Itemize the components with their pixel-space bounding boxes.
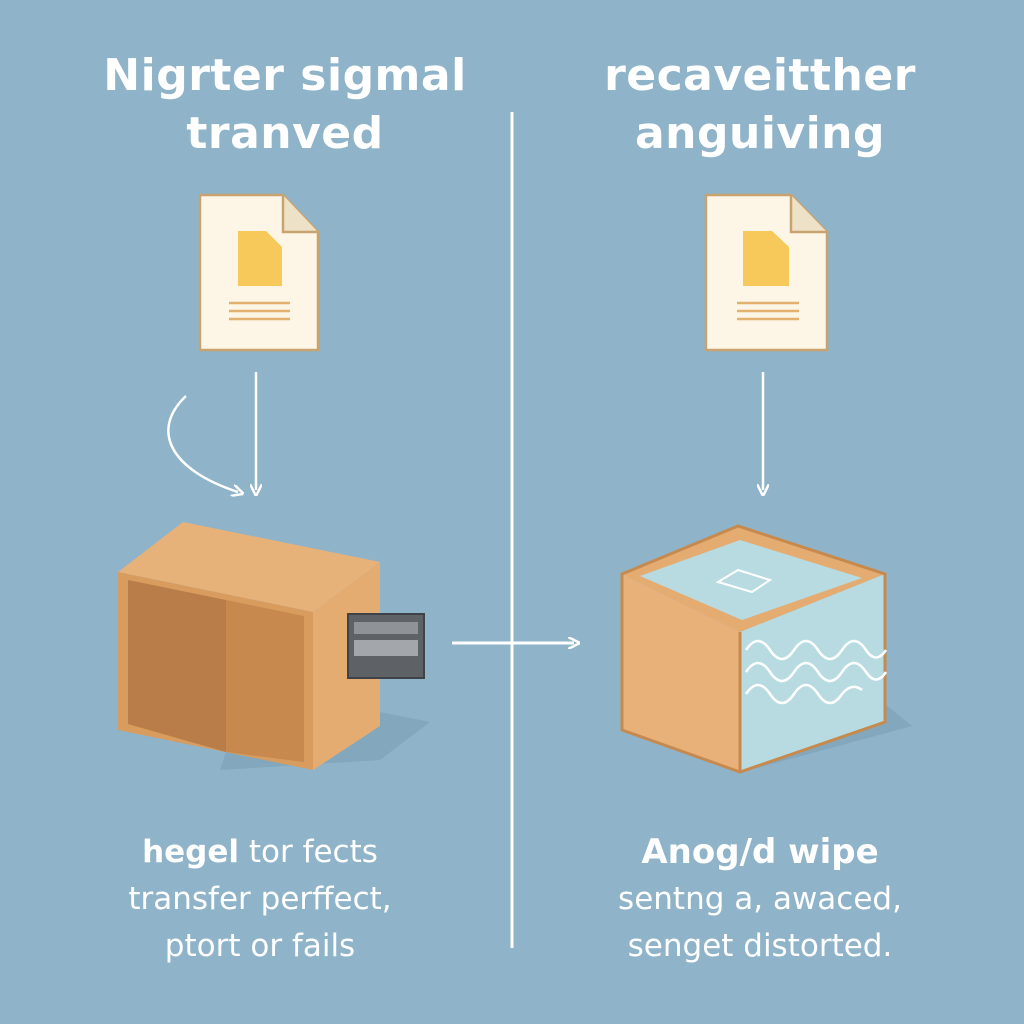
left-caption: hegel tor fects transfer perffect, ptort… bbox=[60, 829, 460, 970]
right-caption: Anog/d wipe sentng a, awaced, senget dis… bbox=[560, 829, 960, 970]
right-title-line-2: anguiving bbox=[634, 108, 885, 159]
right-document-icon bbox=[704, 193, 829, 352]
left-curved-arrow bbox=[167, 395, 238, 492]
right-caption-line-1: Anog/d wipe bbox=[641, 832, 879, 872]
left-title-line-2: tranved bbox=[186, 108, 384, 159]
left-box bbox=[118, 522, 380, 770]
right-title-line-1: recaveitther bbox=[604, 50, 916, 101]
left-caption-line-1-rest: tor fects bbox=[239, 834, 378, 870]
right-caption-line-2: sentng a, awaced, bbox=[618, 881, 902, 917]
left-document-icon bbox=[198, 193, 320, 352]
left-caption-line-2: transfer perffect, bbox=[128, 881, 392, 917]
connector-plug bbox=[347, 613, 425, 679]
left-caption-line-3: ptort or fails bbox=[164, 928, 356, 964]
left-caption-line-1: hegel tor fects bbox=[60, 829, 460, 876]
right-caption-line-3: senget distorted. bbox=[627, 928, 893, 964]
left-caption-bold: hegel bbox=[142, 834, 239, 870]
right-title: recaveitther anguiving bbox=[540, 47, 980, 163]
left-title: Nigrter sigmal tranved bbox=[60, 47, 510, 163]
right-box bbox=[620, 524, 888, 774]
left-title-line-1: Nigrter sigmal bbox=[103, 50, 467, 101]
